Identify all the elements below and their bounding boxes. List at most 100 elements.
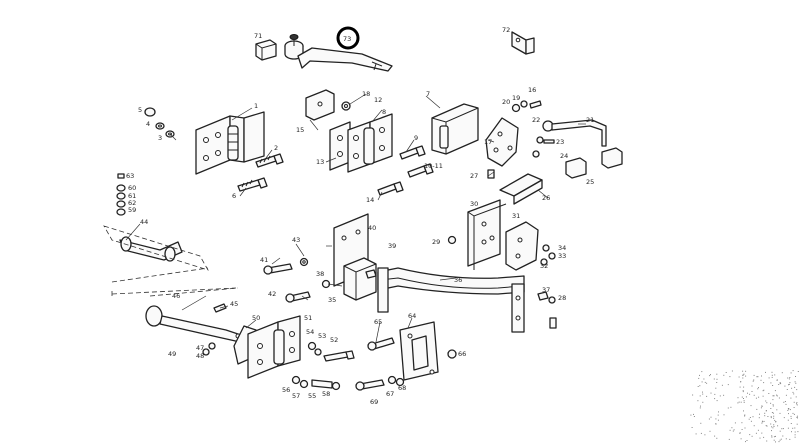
part-36-check-strap [377,267,525,333]
callout-41: 41 [260,256,268,264]
part-19-20-16-fasteners [511,100,542,113]
part-66-nut [447,349,457,359]
callout-43: 43 [292,236,300,244]
callout-15: 15 [296,126,304,134]
part-60-63-fasteners [116,173,126,216]
callout-4: 4 [146,120,150,128]
callout-6: 6 [232,192,236,200]
callout-47: 47 [196,344,204,352]
part-41-bolt [263,263,293,275]
callout-58: 58 [322,390,330,398]
dashed-outline-46 [111,287,239,297]
part-43-washer [299,257,309,267]
part-55-58-washers [291,375,341,391]
callout-26: 26 [542,194,550,202]
callout-64: 64 [408,312,416,320]
callout-19: 19 [512,94,520,102]
callout-35: 35 [328,296,336,304]
part-26-angle-bracket [499,173,543,205]
callout-68: 68 [398,384,406,392]
callout-27: 27 [470,172,478,180]
callout-37: 37 [542,286,550,294]
part-42-bolt [285,291,311,303]
callout-44: 44 [140,218,148,226]
callout-53: 53 [318,332,326,340]
part-22-23-24-hardware [532,136,555,158]
callout-25: 25 [586,178,594,186]
part-25-bumper [565,147,623,179]
part-29-nut [447,235,457,245]
callout-16: 16 [528,86,536,94]
callout-62: 62 [128,199,136,207]
scan-speckle [690,370,799,443]
callout-5: 5 [138,106,142,114]
callout-20: 20 [502,98,510,106]
callout-72: 72 [502,26,510,34]
callout-40: 40 [368,224,376,232]
callout-18: 18 [362,90,370,98]
callout-21: 21 [586,116,594,124]
callout-49: 49 [168,350,176,358]
callout-42: 42 [268,290,276,298]
callout-54: 54 [306,328,314,336]
leader-lines [125,93,586,343]
callout-2: 2 [274,144,278,152]
part-72-small-hinge [511,31,535,55]
callout-73: 73 [343,35,351,43]
part-6-bolt [237,177,268,192]
callout-13: 13 [316,158,324,166]
callout-12: 12 [374,96,382,104]
callout-17: 17 [484,138,492,146]
callout-22: 22 [532,116,540,124]
callout-28: 28 [558,294,566,302]
part-15-bracket [305,89,335,121]
part-2-screw [255,153,284,168]
callout-71: 71 [254,32,262,40]
part-32-33-34-washers [540,244,556,266]
callout-52: 52 [330,336,338,344]
part-67-68-washers [387,375,405,387]
callout-57: 57 [292,392,300,400]
callout-51: 51 [304,314,312,322]
callout-36: 36 [454,276,462,284]
part-28-plate [467,199,507,270]
callout-69: 69 [370,398,378,406]
highlight-circle [336,26,360,50]
callout-labels: 71 73 72 5 4 3 1 2 6 18 12 8 15 13 9 10-… [126,26,594,406]
part-1-door-hinge [195,111,265,175]
part-12-nut [341,101,351,111]
part-14-screw [377,181,404,196]
part-34-screw [365,269,377,279]
part-47-48-washers [202,342,216,356]
part-65-bolt [367,337,395,351]
part-64-mount-plate [399,321,439,381]
callout-29: 29 [432,238,440,246]
callout-48: 48 [196,352,204,360]
callout-33: 33 [558,252,566,260]
part-39-mount [343,257,377,301]
callout-3: 3 [158,134,162,142]
part-31-bracket [505,221,539,271]
callout-8: 8 [382,108,386,116]
part-7-hinge-block [431,103,479,155]
callout-59: 59 [128,206,136,214]
dashed-outline-44 [103,225,237,295]
callout-7: 7 [426,90,430,98]
part-73-rod [284,34,393,72]
callout-65: 65 [374,318,382,326]
callout-14: 14 [366,196,374,204]
callout-31: 31 [512,212,520,220]
callout-9: 9 [414,134,418,142]
callout-23: 23 [556,138,564,146]
part-50-hinge [233,315,301,379]
part-46-bumper [145,305,245,343]
part-53-54-fasteners [307,341,355,362]
callout-45: 45 [230,300,238,308]
callout-32: 32 [540,262,548,270]
callout-56: 56 [282,386,290,394]
callout-34: 34 [558,244,566,252]
part-71-block [255,39,277,61]
callout-1: 1 [254,102,258,110]
callout-46: 46 [172,292,180,300]
